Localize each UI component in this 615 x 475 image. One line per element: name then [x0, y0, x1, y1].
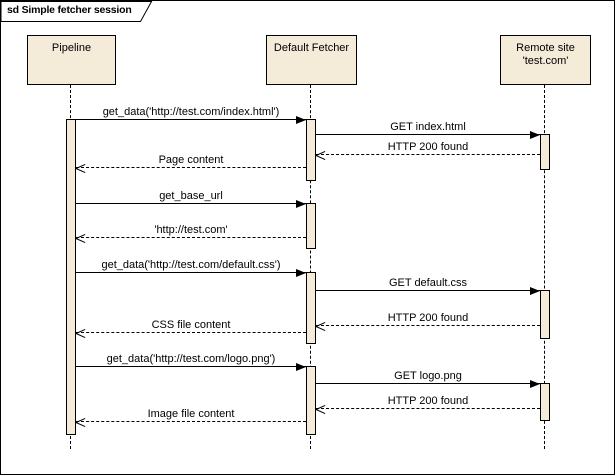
message-label: get_base_url	[159, 190, 223, 202]
frame-label-pentagon	[1, 1, 153, 22]
message-get-data-http-test-com-index-html: get_data('http://test.com/index.html')	[76, 106, 306, 124]
actor-box-pipeline: Pipeline	[27, 35, 116, 85]
message-label: get_data('http://test.com/index.html')	[102, 106, 280, 118]
frame-title: sd Simple fetcher session	[7, 4, 132, 16]
arrowhead-filled-icon	[530, 131, 540, 139]
actor-label: Remote site	[516, 42, 575, 54]
message-label: GET logo.png	[394, 370, 462, 382]
activation-bar-remote-site	[540, 383, 550, 421]
activation-bar-default-fetcher	[306, 272, 316, 344]
message-page-content: Page content	[75, 154, 306, 174]
activation-bar-remote-site	[540, 134, 550, 170]
lifeline-default-fetcher	[310, 85, 311, 449]
message-get-data-http-test-com-default-css: get_data('http://test.com/default.css')	[76, 259, 306, 277]
activation-bar-pipeline	[66, 119, 76, 435]
message-label: Image file content	[147, 408, 235, 420]
activation-bar-default-fetcher	[306, 366, 316, 435]
message-http-200-found: HTTP 200 found	[315, 141, 540, 161]
message-label: 'http://test.com'	[154, 224, 228, 236]
message-label: GET index.html	[390, 121, 466, 133]
arrowhead-filled-icon	[296, 200, 306, 208]
message-get-index-html: GET index.html	[316, 121, 540, 139]
message-css-file-content: CSS file content	[75, 319, 306, 339]
actor-label: Default Fetcher	[273, 42, 350, 54]
message-label: GET default.css	[388, 277, 468, 289]
arrowhead-filled-icon	[296, 116, 306, 124]
activation-bar-remote-site	[540, 290, 550, 339]
message-label: Page content	[158, 154, 224, 166]
message-label: HTTP 200 found	[387, 141, 469, 153]
message-http-200-found: HTTP 200 found	[315, 312, 540, 332]
lifeline-remote-site	[544, 85, 545, 449]
message-http-test-com: 'http://test.com'	[75, 224, 306, 244]
message-label: get_data('http://test.com/default.css')	[101, 259, 281, 271]
message-get-data-http-test-com-logo-png: get_data('http://test.com/logo.png')	[76, 353, 306, 371]
activation-bar-default-fetcher	[306, 119, 316, 181]
arrowhead-filled-icon	[296, 269, 306, 277]
message-label: CSS file content	[151, 319, 231, 331]
actor-box-remote-site: Remote site'test.com'	[500, 35, 591, 85]
message-get-base-url: get_base_url	[76, 190, 306, 208]
message-http-200-found: HTTP 200 found	[315, 395, 540, 415]
message-label: HTTP 200 found	[387, 395, 469, 407]
actor-label: 'test.com'	[522, 55, 569, 67]
arrowhead-filled-icon	[296, 363, 306, 371]
arrowhead-filled-icon	[530, 380, 540, 388]
activation-bar-default-fetcher	[306, 203, 316, 249]
message-get-logo-png: GET logo.png	[316, 370, 540, 388]
message-get-default-css: GET default.css	[316, 277, 540, 295]
arrowhead-filled-icon	[530, 287, 540, 295]
message-label: get_data('http://test.com/logo.png')	[106, 353, 276, 365]
actor-label: Pipeline	[51, 42, 92, 54]
message-label: HTTP 200 found	[387, 312, 469, 324]
message-image-file-content: Image file content	[75, 408, 306, 428]
actor-box-default-fetcher: Default Fetcher	[266, 35, 357, 85]
